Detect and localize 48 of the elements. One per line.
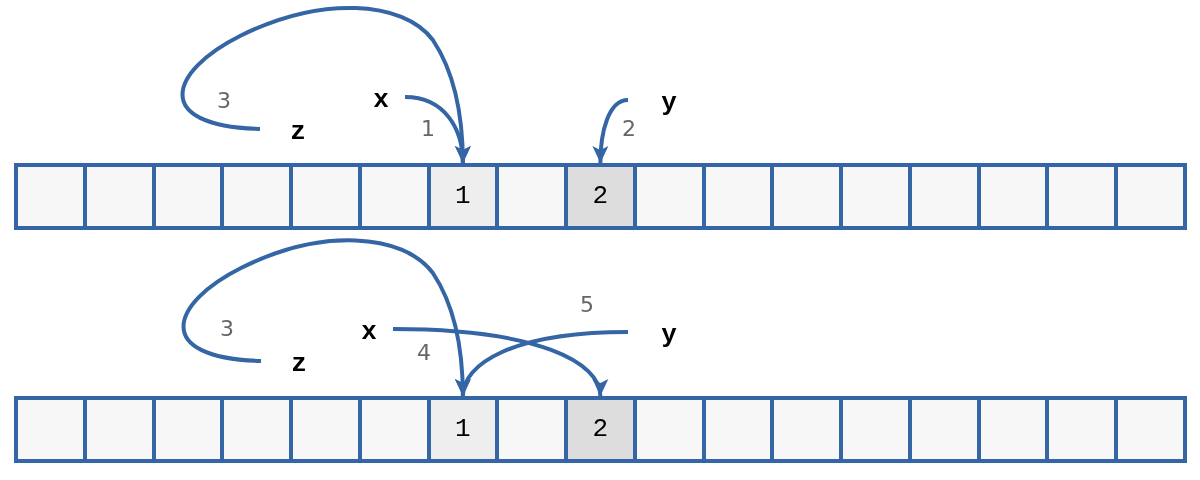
- memory-cell: [220, 396, 289, 463]
- memory-cell: [82, 396, 152, 463]
- memory-cell: [907, 163, 977, 230]
- memory-cell: [1114, 396, 1187, 463]
- memory-cell: [14, 163, 83, 230]
- memory-cell: [495, 396, 564, 463]
- memory-cell: [82, 163, 152, 230]
- memory-cell: [976, 163, 1046, 230]
- memory-cell: [426, 396, 496, 463]
- memory-cell: [220, 163, 289, 230]
- memory-cell: [495, 163, 564, 230]
- memory-cell: [701, 163, 771, 230]
- arrow: [457, 330, 629, 397]
- memory-cell: [907, 396, 977, 463]
- arrow: [592, 98, 629, 164]
- memory-cell: [770, 163, 839, 230]
- memory-cell: [976, 396, 1046, 463]
- variable-name: y: [656, 319, 682, 351]
- memory-cell: [632, 163, 702, 230]
- cell-value: 2: [592, 180, 609, 213]
- cell-value: 1: [455, 413, 471, 446]
- arrow: [180, 6, 471, 164]
- memory-cell: [289, 163, 358, 230]
- memory-cell: [839, 396, 908, 463]
- memory-cell: [1045, 163, 1114, 230]
- memory-cell: [289, 396, 358, 463]
- memory-cell: [151, 396, 221, 463]
- cell-value: 2: [592, 413, 609, 446]
- memory-cell: [564, 396, 633, 463]
- variable-name: y: [656, 87, 682, 119]
- variable-name: x: [356, 316, 382, 348]
- memory-cell: [1045, 396, 1114, 463]
- arrow: [392, 327, 606, 397]
- memory-cell: [151, 163, 221, 230]
- memory-cell: [357, 163, 427, 230]
- variable-name: z: [285, 116, 311, 148]
- memory-cell: [701, 396, 771, 463]
- memory-cell: [426, 163, 496, 230]
- variable-name: x: [368, 84, 394, 116]
- memory-cell: [839, 163, 908, 230]
- memory-cell: [1114, 163, 1187, 230]
- memory-cell: [357, 396, 427, 463]
- memory-cell: [770, 396, 839, 463]
- memory-cell: [14, 396, 83, 463]
- variable-name: z: [286, 348, 312, 380]
- memory-cell: [632, 396, 702, 463]
- memory-cell: [564, 163, 633, 230]
- cell-value: 1: [455, 180, 471, 213]
